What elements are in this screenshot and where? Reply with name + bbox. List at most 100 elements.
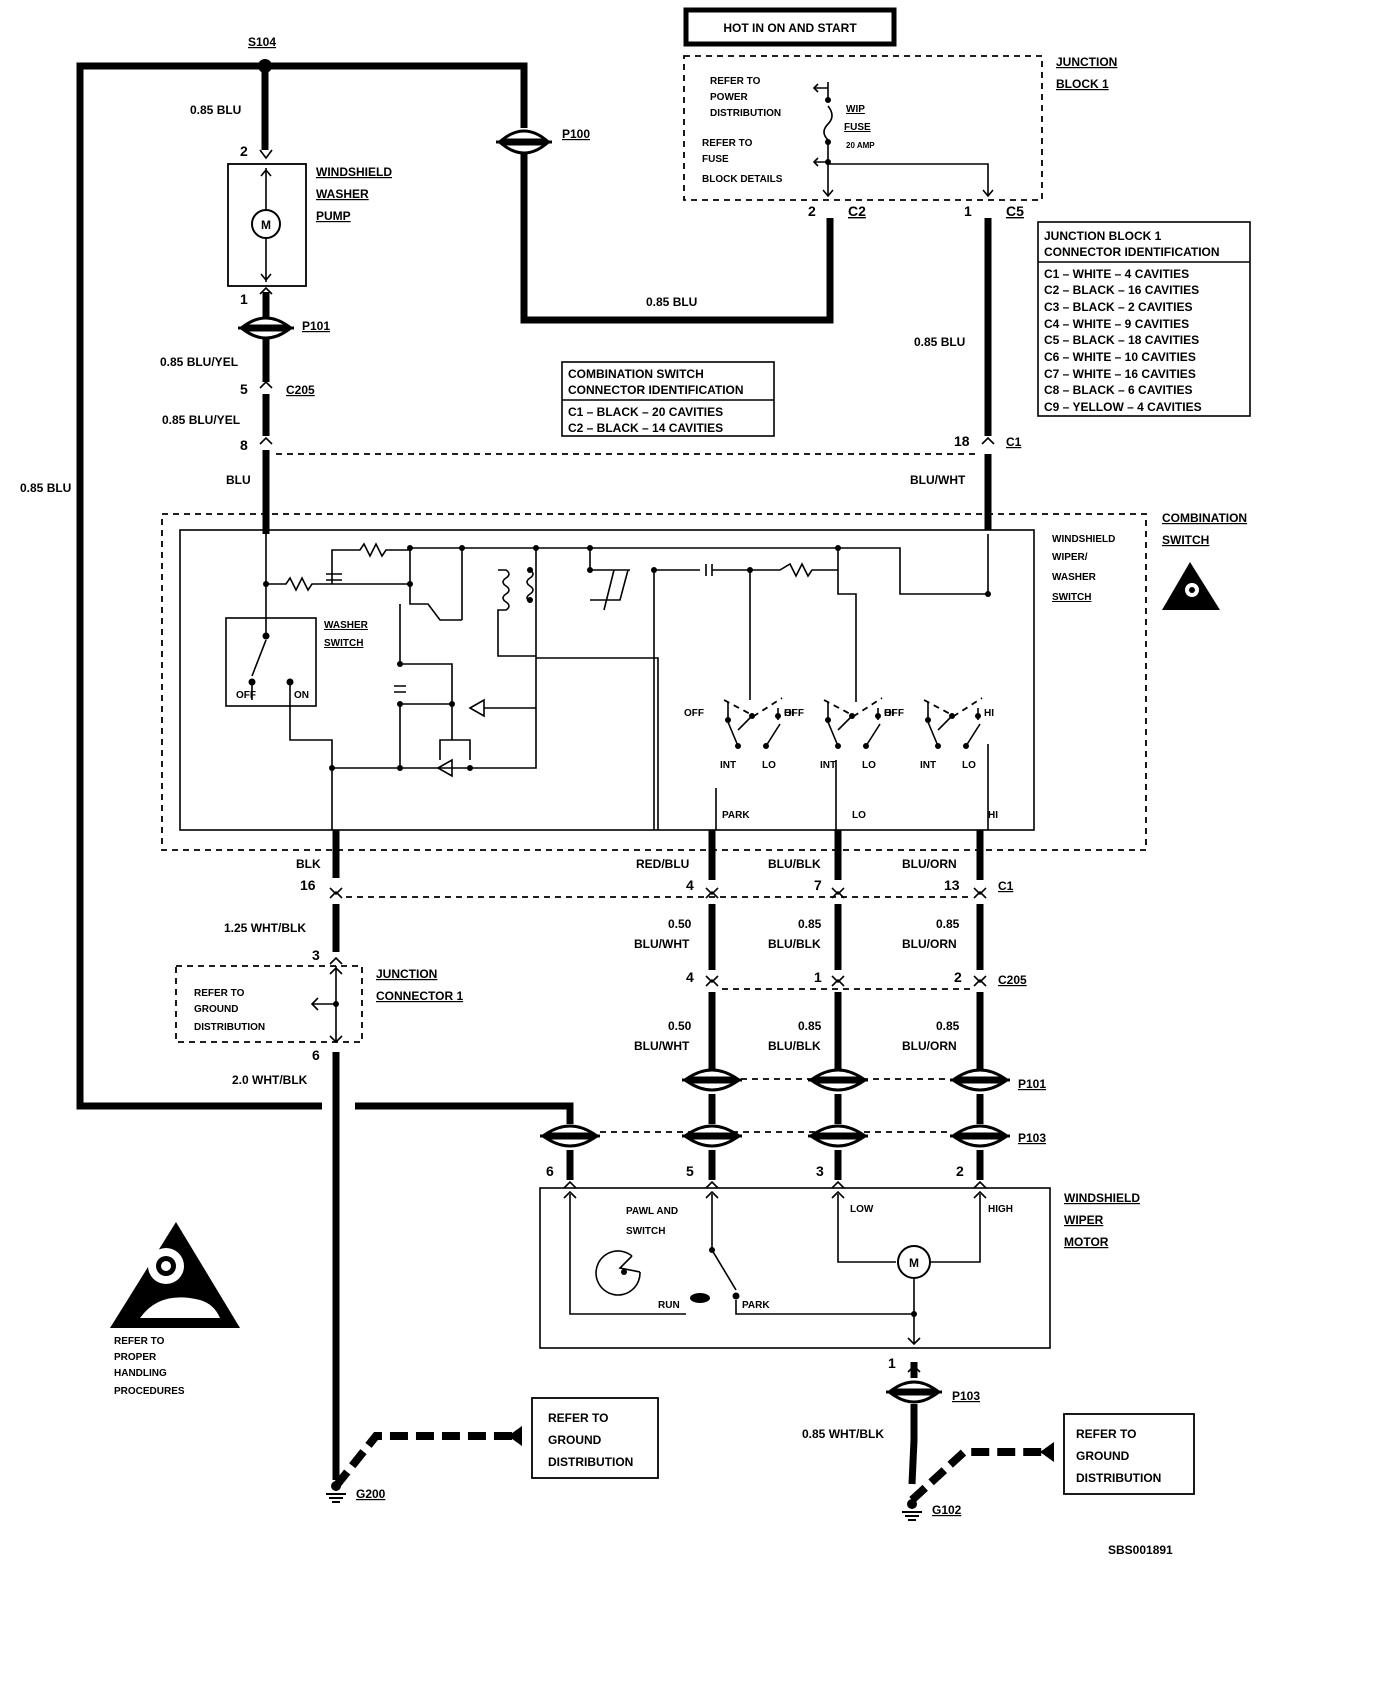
wiper-title-3: WASHER [1052,572,1097,583]
pawl-2: SWITCH [626,1226,665,1237]
gang-lo-label: LO [962,760,976,771]
d-050-b: BLU/WHT [634,1039,690,1053]
d-050-a: 0.50 [668,1019,692,1033]
jb1-ident-line: C8 – BLACK – 6 CAVITIES [1044,383,1192,397]
jb1-conn-c5: C5 [1006,203,1024,219]
pump-title-3: PUMP [316,209,351,223]
p103-pin-5: 5 [686,1163,694,1179]
esd-refer-3: HANDLING [114,1368,167,1379]
jconn-refer-2: GROUND [194,1004,238,1015]
wire-label-wht-blk-20: 2.0 WHT/BLK [232,1073,308,1087]
gang-int-label: INT [820,760,836,771]
p103-pin-2: 2 [956,1163,964,1179]
fuse-name-1: WIP [846,104,865,115]
c1-pin-8: 8 [240,437,248,453]
wiring-diagram: HOT IN ON AND START JUNCTION BLOCK 1 REF… [20,7,1251,1557]
c205-pin-2: 2 [954,969,962,985]
p103-pin-1: 1 [888,1355,896,1371]
pawl-cam-icon [595,1250,641,1296]
p101-label-bottom: P101 [1018,1077,1046,1091]
p103-connector [808,1124,868,1148]
c1-pin-4: 4 [686,877,694,893]
c1-pin-16: 16 [300,877,316,893]
jb1-ident-box [1037,221,1251,417]
jb1-ident-line: C7 – WHITE – 16 CAVITIES [1044,367,1196,381]
jconn-title-2: CONNECTOR 1 [376,989,463,1003]
c205-pin-5: 5 [240,381,248,397]
combo-ident-line: CONNECTOR IDENTIFICATION [568,383,744,397]
wire-085-blu-left [76,62,322,1110]
jb1-ident-line: CONNECTOR IDENTIFICATION [1044,245,1220,259]
jconn-refer-1: REFER TO [194,988,245,999]
pump-pin-1: 1 [240,291,248,307]
p101-label-top: P101 [302,319,330,333]
wire-label-085-blu-a: 0.85 BLU [190,103,241,117]
windshield-wiper-motor-box [539,1187,1051,1349]
gang-hi-label: HI [884,708,894,719]
c1-pin-18: 18 [954,433,970,449]
motor-run: RUN [658,1300,680,1311]
p103-connector [950,1124,1010,1148]
fuse-name-2: FUSE [844,122,871,133]
jc-pin-3: 3 [312,947,320,963]
junction-block-1-box [683,55,1043,201]
wire-label-bluorn: BLU/ORN [902,857,957,871]
figure-code: SBS001891 [1108,1543,1173,1557]
wire-label-085-blu-c: 0.85 BLU [914,335,965,349]
esd-refer-1: REFER TO [114,1336,165,1347]
wire-label-bluwht: BLU/WHT [910,473,966,487]
c1-label-top: C1 [1006,435,1022,449]
c-050-b: BLU/WHT [634,937,690,951]
jb1-ident-line: C4 – WHITE – 9 CAVITIES [1044,317,1189,331]
wire-label-bluyel-2: 0.85 BLU/YEL [162,413,240,427]
wire-label-wht-blk-085: 0.85 WHT/BLK [802,1427,884,1441]
c205-label-bottom: C205 [998,973,1027,987]
pawl-contact [690,1293,710,1303]
motor-title-3: MOTOR [1064,1235,1109,1249]
c-085-a: 0.85 [798,917,822,931]
g102-refer-2: GROUND [1076,1449,1130,1463]
p103-label-row: P103 [1018,1131,1046,1145]
combo-lo-label: LO [852,810,866,821]
washer-switch-box [225,617,317,707]
combo-title-2: SWITCH [1162,533,1209,547]
g200-refer-box [531,1397,659,1479]
jb1-pin-c2: 2 [808,203,816,219]
combo-ident-line: COMBINATION SWITCH [568,367,704,381]
c-050-a: 0.50 [668,917,692,931]
jb1-refer-power-1: REFER TO [710,76,761,87]
jb1-title-2: BLOCK 1 [1056,77,1109,91]
motor-title-2: WIPER [1064,1213,1104,1227]
wire-p100-to-c2 [520,154,834,324]
p103-connector [540,1124,600,1148]
jconn-refer-3: DISTRIBUTION [194,1022,265,1033]
gang-lo-label: LO [762,760,776,771]
c205-label-top: C205 [286,383,315,397]
g200-refer-2: GROUND [548,1433,602,1447]
pump-motor-m: M [261,218,271,232]
c205-pin-4: 4 [686,969,694,985]
p101-connector [950,1068,1010,1092]
p101-connector [808,1068,868,1092]
wire-motor-ground [908,1362,918,1485]
g102-dashed-lead [909,1448,1044,1503]
combo-hi-label: HI [988,810,998,821]
p103-connector-motor [886,1380,942,1404]
g200-label: G200 [356,1487,386,1501]
hot-in-on-start-label: HOT IN ON AND START [723,21,857,35]
jb1-refer-power-3: DISTRIBUTION [710,108,781,119]
gang-int-label: INT [720,760,736,771]
wire-label-blk: BLK [296,857,321,871]
combo-park-label: PARK [722,810,750,821]
jb1-ident-line: C9 – YELLOW – 4 CAVITIES [1044,400,1202,414]
esd-warning-large-icon [110,1222,240,1328]
wire-label-blublk: BLU/BLK [768,857,821,871]
motor-low: LOW [850,1204,874,1215]
jb1-title-1: JUNCTION [1056,55,1117,69]
d-085-a: 0.85 [798,1019,822,1033]
p103-pin-6: 6 [546,1163,554,1179]
hot-in-on-start-box [683,7,897,47]
jc-pin-6: 6 [312,1047,320,1063]
pump-title-1: WINDSHIELD [316,165,392,179]
jb1-ident-line: C5 – BLACK – 18 CAVITIES [1044,333,1199,347]
